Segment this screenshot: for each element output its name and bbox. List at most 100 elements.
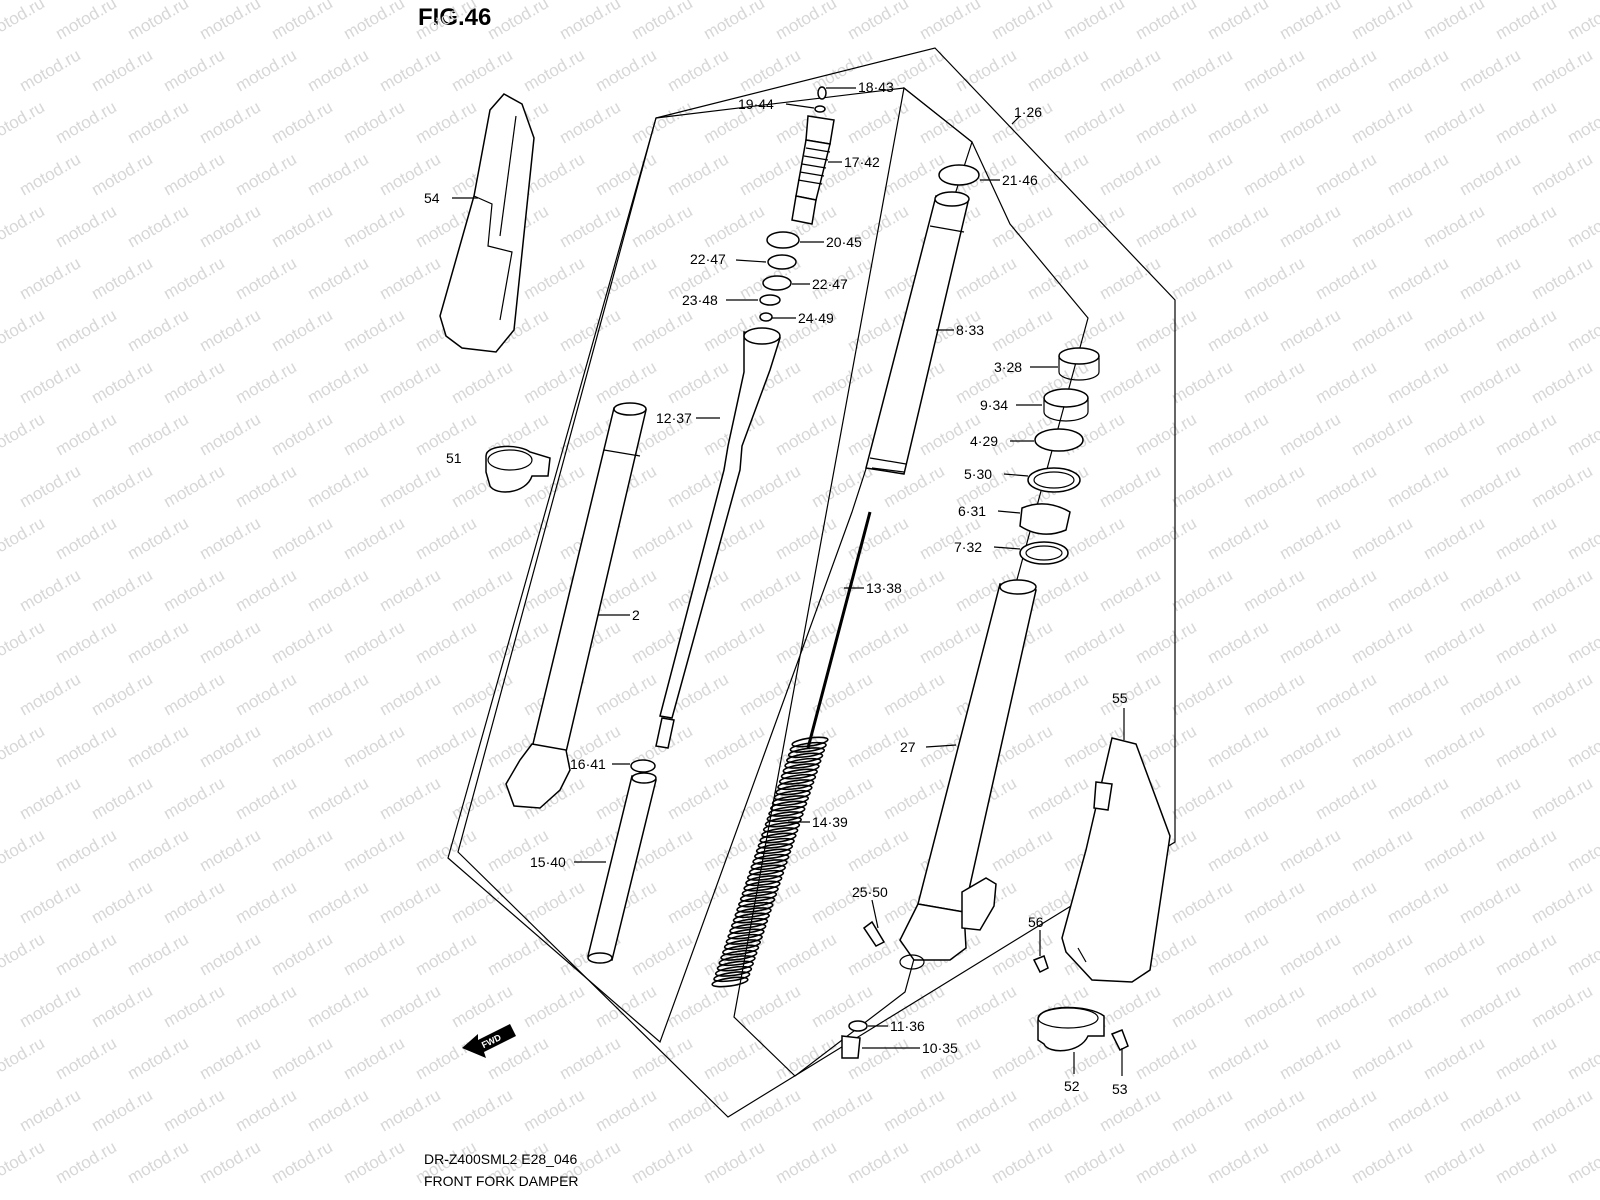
callout-18-43: 18·43	[858, 79, 894, 95]
callout-24-49: 24·49	[798, 310, 834, 326]
watermark-text: motod.ru	[0, 617, 48, 667]
watermark-text: motod.ru	[1564, 721, 1600, 771]
washer-4[interactable]	[1034, 428, 1084, 452]
stopper-ring-6[interactable]	[1019, 503, 1071, 535]
bolt-56[interactable]	[1032, 955, 1049, 974]
watermark-text: motod.ru	[268, 1033, 336, 1083]
watermark-text: motod.ru	[1132, 0, 1200, 43]
watermark-text: motod.ru	[1420, 97, 1488, 147]
watermark-text: motod.ru	[844, 825, 912, 875]
outer-tube-right[interactable]	[899, 579, 1037, 970]
watermark-text: motod.ru	[1564, 1033, 1600, 1083]
gasket-11[interactable]	[848, 1020, 868, 1032]
watermark-text: motod.ru	[1240, 45, 1308, 95]
oring-20[interactable]	[766, 231, 800, 249]
watermark-text: motod.ru	[1312, 877, 1380, 927]
watermark-text: motod.ru	[592, 253, 660, 303]
watermark-text: motod.ru	[1312, 981, 1380, 1031]
spring-coil	[761, 827, 799, 839]
watermark-text: motod.ru	[916, 0, 984, 43]
watermark-text: motod.ru	[1492, 0, 1560, 43]
slide-tube[interactable]	[587, 772, 657, 964]
watermark-text: motod.ru	[1420, 513, 1488, 563]
watermark-text: motod.ru	[592, 1085, 660, 1135]
watermark-text: motod.ru	[736, 1085, 804, 1135]
watermark-text: motod.ru	[160, 565, 228, 615]
spring-coil	[730, 917, 769, 929]
bolt-10[interactable]	[841, 1035, 861, 1059]
fork-clamp-lower[interactable]	[1037, 1006, 1105, 1052]
fork-spring[interactable]	[711, 736, 829, 989]
watermark-text: motod.ru	[196, 617, 264, 667]
callout-25-50: 25·50	[852, 884, 888, 900]
spring-coil	[780, 768, 818, 780]
watermark-text: motod.ru	[1276, 1033, 1344, 1083]
callout-23-48: 23·48	[682, 292, 718, 308]
watermark-text: motod.ru	[1492, 97, 1560, 147]
watermark-text: motod.ru	[448, 1085, 516, 1135]
watermark-text: motod.ru	[1132, 1033, 1200, 1083]
fork-clamp-upper[interactable]	[485, 445, 551, 493]
watermark-text: motod.ru	[376, 461, 444, 511]
watermark-text: motod.ru	[160, 773, 228, 823]
ring-22b[interactable]	[762, 275, 792, 291]
watermark-text: motod.ru	[340, 721, 408, 771]
watermark-text: motod.ru	[52, 929, 120, 979]
watermark-text: motod.ru	[124, 617, 192, 667]
watermark-text: motod.ru	[232, 877, 300, 927]
callout-15-40: 15·40	[530, 854, 566, 870]
push-rod[interactable]	[806, 511, 872, 749]
ring-23[interactable]	[759, 294, 781, 306]
damper-rod[interactable]	[655, 327, 781, 749]
watermark-text: motod.ru	[1528, 45, 1596, 95]
spring-coil	[754, 848, 792, 860]
watermark-text: motod.ru	[772, 0, 840, 43]
fork-guard-lower[interactable]	[1061, 737, 1171, 983]
watermark-text: motod.ru	[1348, 721, 1416, 771]
watermark-text: motod.ru	[376, 565, 444, 615]
watermark-text: motod.ru	[52, 201, 120, 251]
watermark-text: motod.ru	[268, 201, 336, 251]
bolt-53[interactable]	[1110, 1029, 1129, 1052]
watermark-text: motod.ru	[1240, 565, 1308, 615]
watermark-text: motod.ru	[1024, 253, 1092, 303]
watermark-text: motod.ru	[1168, 149, 1236, 199]
watermark-text: motod.ru	[700, 617, 768, 667]
outer-tube[interactable]	[505, 402, 647, 809]
watermark-text: motod.ru	[124, 1033, 192, 1083]
fork-guard-upper[interactable]	[439, 93, 535, 353]
watermark-text: motod.ru	[592, 149, 660, 199]
callout-51: 51	[446, 450, 462, 466]
watermark-text: motod.ru	[88, 565, 156, 615]
ring-24[interactable]	[759, 312, 773, 322]
watermark-text: motod.ru	[1240, 877, 1308, 927]
bushing-3[interactable]	[1058, 347, 1100, 381]
watermark-text: motod.ru	[52, 825, 120, 875]
ring-22a[interactable]	[767, 254, 797, 270]
watermark-text: motod.ru	[268, 929, 336, 979]
watermark-text: motod.ru	[52, 1033, 120, 1083]
watermark-text: motod.ru	[1312, 357, 1380, 407]
dust-seal-7[interactable]	[1019, 541, 1069, 565]
watermark-text: motod.ru	[1276, 0, 1344, 43]
watermark-text: motod.ru	[1456, 1085, 1524, 1135]
bolt-25[interactable]	[862, 920, 886, 947]
watermark-text: motod.ru	[1312, 45, 1380, 95]
inner-tube[interactable]	[865, 191, 970, 475]
watermark-text: motod.ru	[916, 617, 984, 667]
watermark-text: motod.ru	[1132, 617, 1200, 667]
watermark-text: motod.ru	[1240, 253, 1308, 303]
watermark-text: motod.ru	[484, 617, 552, 667]
watermark-text: motod.ru	[988, 1137, 1056, 1187]
oring-21[interactable]	[938, 164, 980, 186]
watermark-text: motod.ru	[232, 669, 300, 719]
watermark-text: motod.ru	[1276, 97, 1344, 147]
damper-spring-assembly[interactable]	[791, 86, 835, 225]
watermark-text: motod.ru	[376, 357, 444, 407]
bushing-9[interactable]	[1043, 388, 1089, 422]
watermark-text: motod.ru	[304, 877, 372, 927]
watermark-text: motod.ru	[268, 409, 336, 459]
oring-16[interactable]	[630, 759, 656, 773]
watermark-text: motod.ru	[1276, 513, 1344, 563]
callout-27: 27	[900, 739, 916, 755]
